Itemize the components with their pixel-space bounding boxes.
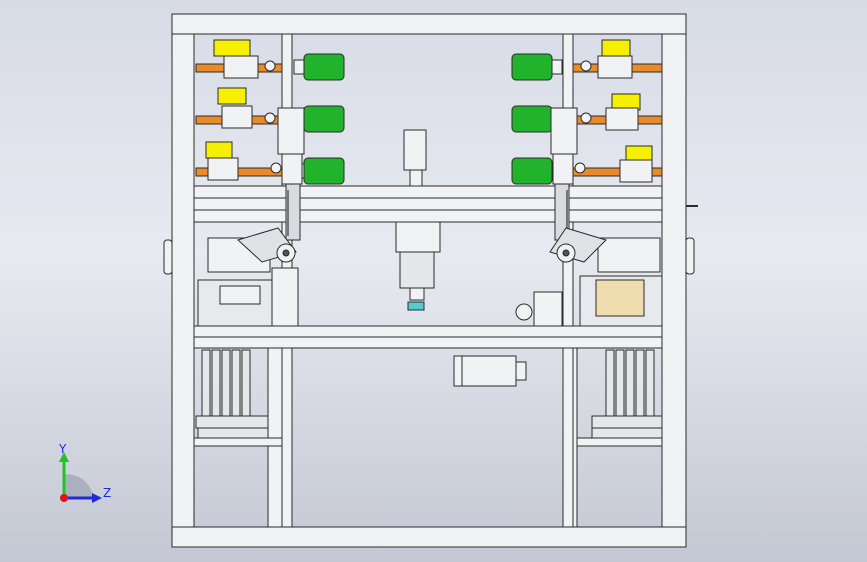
left-cylinder-bank[interactable] bbox=[195, 349, 269, 439]
left-clamp-mechanism[interactable] bbox=[197, 227, 299, 327]
right-green-motors[interactable] bbox=[511, 53, 563, 185]
left-spool-rack[interactable] bbox=[195, 39, 283, 181]
y-axis-arrowhead-icon bbox=[59, 452, 69, 462]
center-spindle-assembly[interactable] bbox=[395, 129, 441, 311]
lower-servo-motor[interactable] bbox=[453, 355, 527, 387]
triad-plane-icon bbox=[64, 474, 94, 498]
spindle-tip[interactable] bbox=[407, 301, 425, 311]
right-outer-post[interactable] bbox=[661, 33, 687, 528]
lower-right-rail[interactable] bbox=[572, 347, 578, 528]
z-axis-arrowhead-icon bbox=[92, 493, 102, 503]
axis-z-label: Z bbox=[103, 486, 112, 500]
top-frame-beam[interactable] bbox=[171, 13, 687, 35]
x-axis-dot-icon bbox=[60, 494, 68, 502]
right-vertical-actuator[interactable] bbox=[550, 107, 578, 241]
upper-gantry-beam[interactable] bbox=[193, 185, 663, 223]
right-inner-post[interactable] bbox=[562, 33, 574, 528]
right-spool-rack[interactable] bbox=[572, 39, 663, 183]
orientation-triad bbox=[59, 452, 102, 503]
right-side-handle[interactable] bbox=[685, 237, 695, 275]
left-vertical-actuator[interactable] bbox=[277, 107, 305, 241]
right-clamp-mechanism[interactable] bbox=[515, 227, 663, 327]
lower-left-shelf[interactable] bbox=[193, 437, 283, 447]
left-outer-post[interactable] bbox=[171, 33, 195, 528]
right-cylinder-bank[interactable] bbox=[591, 349, 663, 439]
axis-y-label: Y bbox=[59, 442, 67, 456]
left-side-handle[interactable] bbox=[163, 239, 173, 275]
lower-right-shelf[interactable] bbox=[576, 437, 663, 447]
machine-assembly[interactable] bbox=[163, 13, 698, 548]
bottom-frame-beam[interactable] bbox=[171, 526, 687, 548]
